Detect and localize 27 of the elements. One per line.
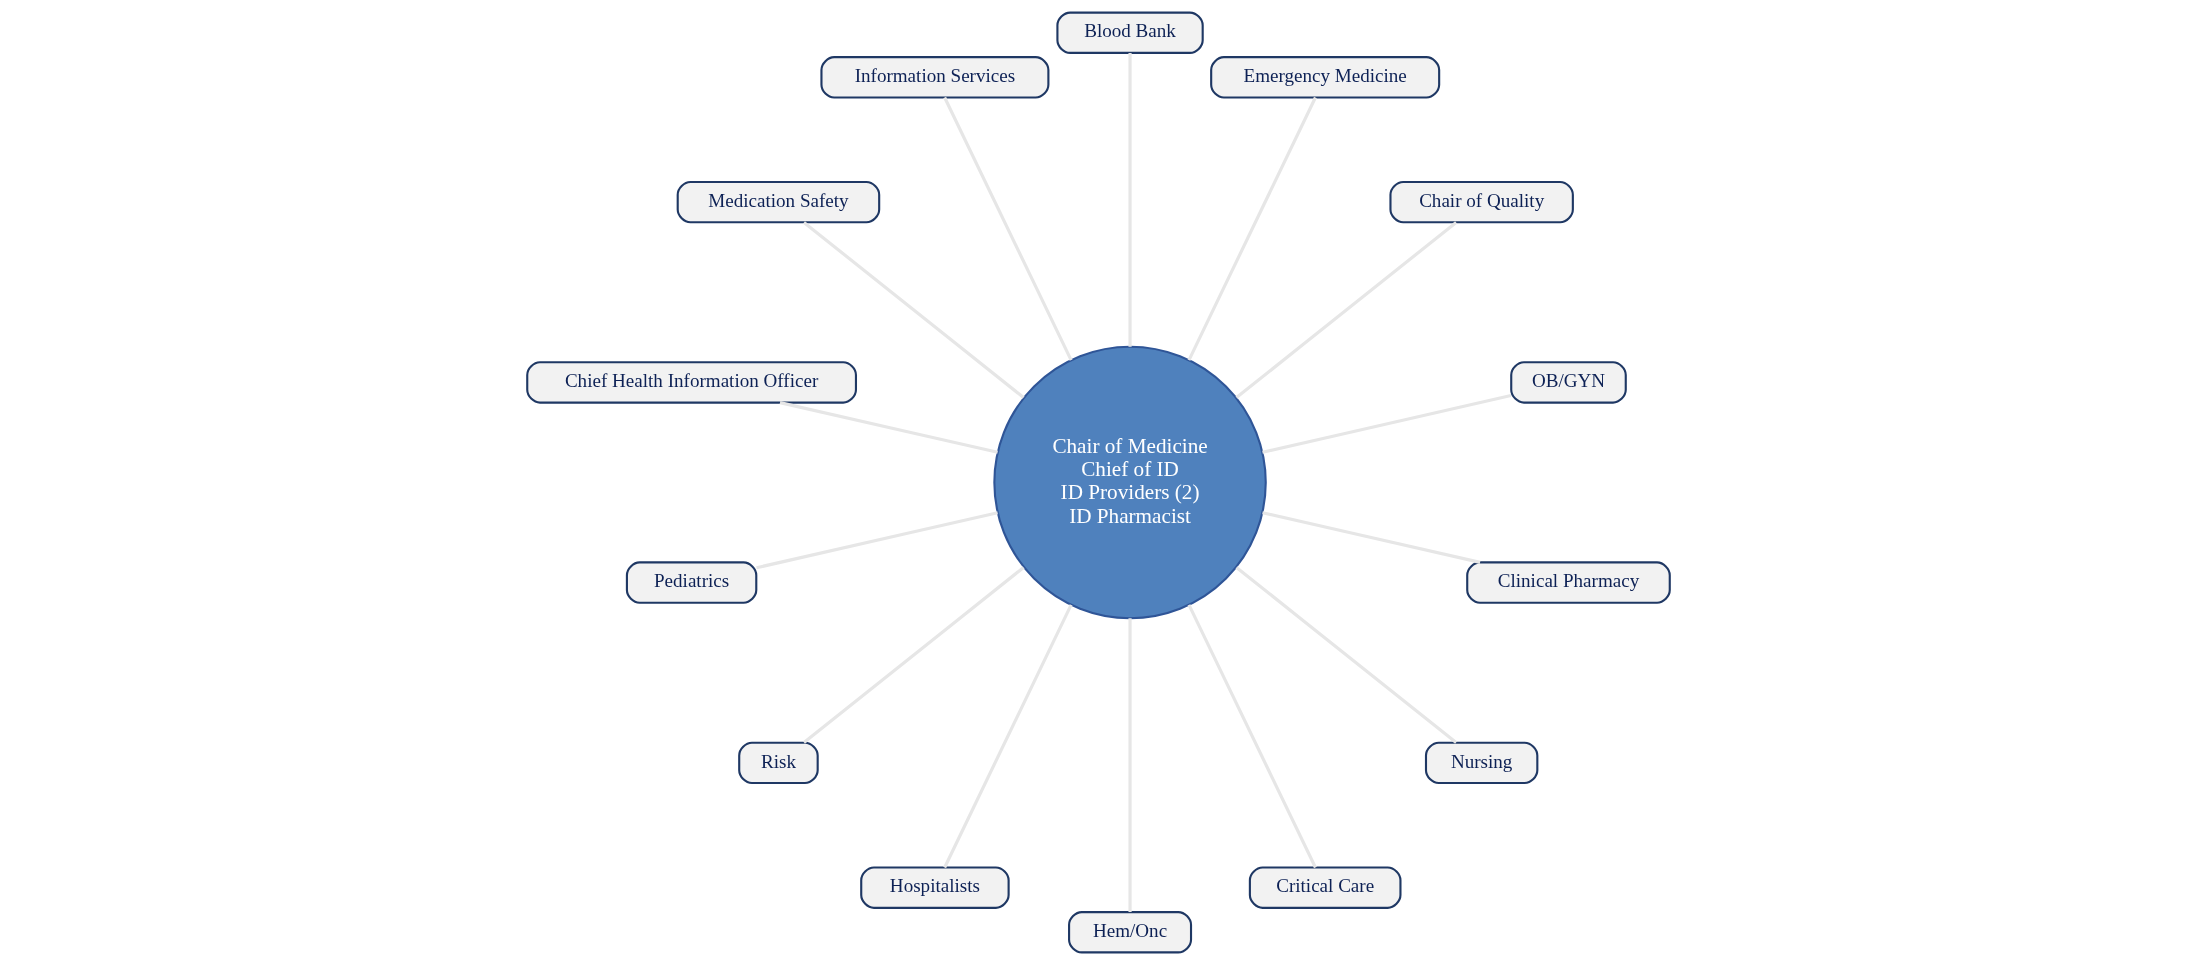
connector xyxy=(943,96,1073,361)
node-box: Hospitalists xyxy=(860,866,1010,909)
node-box: Hem/Onc xyxy=(1068,911,1193,954)
node-box: Clinical Pharmacy xyxy=(1466,561,1671,604)
node-box: Medication Safety xyxy=(676,180,881,224)
node-box: Information Services xyxy=(820,56,1050,99)
node-box: Risk xyxy=(738,741,819,785)
node-box: Nursing xyxy=(1424,741,1539,785)
connector xyxy=(1235,221,1458,399)
connector xyxy=(1262,394,1512,454)
connector xyxy=(943,604,1073,869)
node-box: Emergency Medicine xyxy=(1210,56,1441,99)
node-box: Blood Bank xyxy=(1056,11,1204,54)
node-box: OB/GYN xyxy=(1510,361,1627,404)
node-box: Critical Care xyxy=(1248,866,1402,909)
node-box: Pediatrics xyxy=(625,561,758,604)
connector xyxy=(779,401,998,454)
connector xyxy=(756,511,998,570)
connector xyxy=(1235,566,1458,744)
connector xyxy=(802,221,1025,399)
connector xyxy=(1187,604,1317,869)
node-circle: Chair of Medicine Chief of ID ID Providers (2) ID Pharmacist xyxy=(993,345,1267,620)
node-box: Chair of Quality xyxy=(1389,180,1574,224)
connector xyxy=(1262,511,1481,564)
connector xyxy=(1187,96,1317,361)
connector xyxy=(802,566,1025,744)
node-box: Chief Health Information Officer xyxy=(526,361,857,404)
